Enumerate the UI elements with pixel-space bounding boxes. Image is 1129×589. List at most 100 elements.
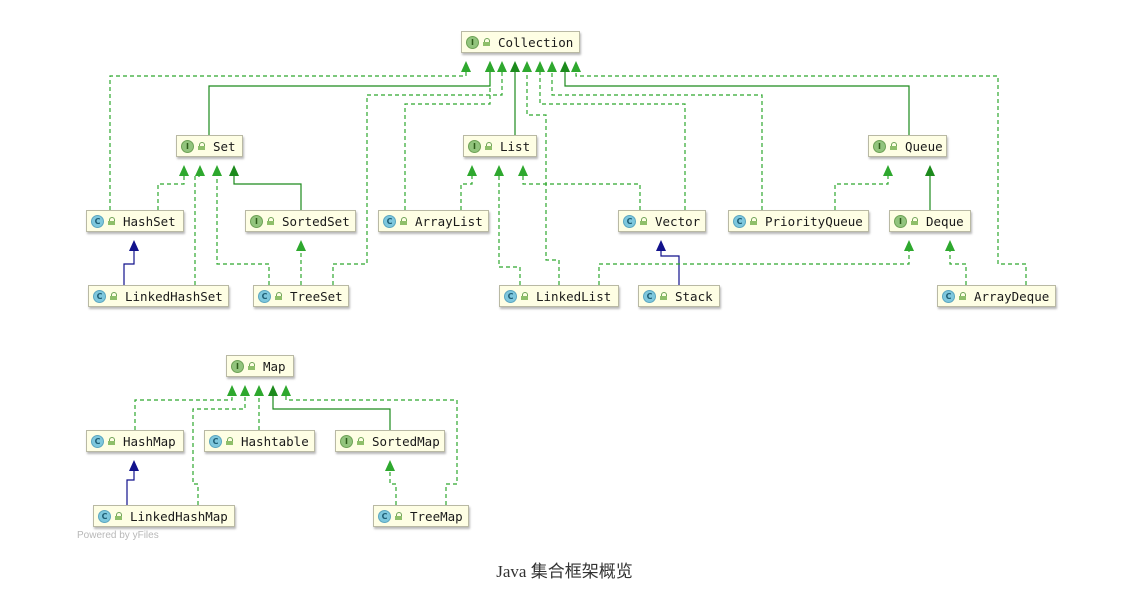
arrowhead-arraydeque-to-collection [571, 61, 581, 72]
arrowhead-hashset-to-collection [461, 61, 471, 72]
class-icon: C [209, 434, 222, 448]
class-icon: C [383, 214, 396, 228]
node-hashset[interactable]: C HashSet [86, 210, 184, 232]
node-hashtable[interactable]: C Hashtable [204, 430, 315, 452]
node-label: LinkedHashSet [125, 288, 223, 304]
node-label: Stack [675, 288, 713, 304]
node-label: Queue [905, 138, 943, 154]
interface-icon: I [894, 214, 907, 228]
arrowhead-linkedhashset-to-hashset [129, 240, 139, 251]
relation-set-to-collection [208, 72, 491, 135]
class-icon: C [258, 289, 271, 303]
node-label: Set [213, 138, 236, 154]
relation-queue-to-collection [564, 72, 910, 135]
arrowhead-vector-to-list [518, 165, 528, 176]
class-icon: C [93, 289, 106, 303]
powered-by-label: Powered by yFiles [77, 530, 159, 541]
node-label: Deque [926, 213, 964, 229]
relation-linkedlist-to-deque [598, 251, 910, 285]
node-label: Vector [655, 213, 701, 229]
arrowhead-treemap-to-sortedmap [385, 460, 395, 471]
arrowhead-sortedmap-to-map [268, 385, 278, 396]
node-linkedhashset[interactable]: C LinkedHashSet [88, 285, 229, 307]
arrowhead-treemap-to-map [281, 385, 291, 396]
relation-vector-to-list [522, 176, 641, 210]
node-hashmap[interactable]: C HashMap [86, 430, 184, 452]
relation-linkedhashset-to-set [194, 175, 200, 285]
node-label: TreeSet [290, 288, 343, 304]
visibility-icon [395, 512, 402, 520]
interface-icon: I [250, 214, 263, 228]
node-label: HashMap [123, 433, 176, 449]
relation-priorityqueue-to-queue [834, 176, 889, 210]
node-treeset[interactable]: C TreeSet [253, 285, 349, 307]
arrowhead-linkedhashmap-to-hashmap [129, 460, 139, 471]
arrowhead-hashmap-to-map [227, 385, 237, 396]
relation-hashmap-to-map [134, 396, 233, 430]
arrowhead-linkedhashmap-to-map [240, 385, 250, 396]
arrowhead-treeset-to-collection [497, 61, 507, 72]
node-label: ArrayList [415, 213, 483, 229]
arrowhead-priorityqueue-to-collection [547, 61, 557, 72]
visibility-icon [226, 437, 233, 445]
relation-sortedmap-to-map [272, 396, 391, 430]
class-icon: C [623, 214, 636, 228]
node-deque[interactable]: I Deque [889, 210, 971, 232]
class-icon: C [942, 289, 955, 303]
relation-vector-to-collection [539, 72, 686, 210]
arrowhead-linkedlist-to-deque [904, 240, 914, 251]
visibility-icon [267, 217, 274, 225]
visibility-icon [750, 217, 757, 225]
arrowhead-hashtable-to-map [254, 385, 264, 396]
arrowhead-priorityqueue-to-queue [883, 165, 893, 176]
arrowhead-list-to-collection [510, 61, 520, 72]
arrowhead-arraylist-to-collection [485, 61, 495, 72]
visibility-icon [640, 217, 647, 225]
class-icon: C [91, 214, 104, 228]
visibility-icon [911, 217, 918, 225]
class-icon: C [733, 214, 746, 228]
visibility-icon [110, 292, 117, 300]
node-label: Hashtable [241, 433, 309, 449]
node-queue[interactable]: I Queue [868, 135, 947, 157]
node-label: LinkedHashMap [130, 508, 228, 524]
arrowhead-vector-to-collection [535, 61, 545, 72]
node-vector[interactable]: C Vector [618, 210, 706, 232]
node-linkedhashmap[interactable]: C LinkedHashMap [93, 505, 235, 527]
relation-treemap-to-map [285, 396, 458, 505]
visibility-icon [660, 292, 667, 300]
node-arraylist[interactable]: C ArrayList [378, 210, 489, 232]
node-label: Map [263, 358, 286, 374]
arrowhead-treeset-to-sortedset [296, 240, 306, 251]
visibility-icon [248, 362, 255, 370]
relation-treemap-to-sortedmap [389, 471, 397, 505]
interface-icon: I [873, 139, 886, 153]
arrowhead-linkedlist-to-collection [522, 61, 532, 72]
node-label: SortedMap [372, 433, 440, 449]
node-label: List [500, 138, 531, 154]
arrowhead-deque-to-queue [925, 165, 935, 176]
relation-sortedset-to-set [233, 176, 302, 210]
visibility-icon [485, 142, 492, 150]
visibility-icon [959, 292, 966, 300]
visibility-icon [521, 292, 528, 300]
node-label: HashSet [123, 213, 176, 229]
class-icon: C [98, 509, 111, 523]
relation-linkedhashmap-to-hashmap [126, 471, 135, 505]
visibility-icon [275, 292, 282, 300]
figure-caption: Java 集合框架概览 [496, 562, 633, 581]
class-icon: C [91, 434, 104, 448]
relation-linkedhashmap-to-map [192, 396, 246, 505]
